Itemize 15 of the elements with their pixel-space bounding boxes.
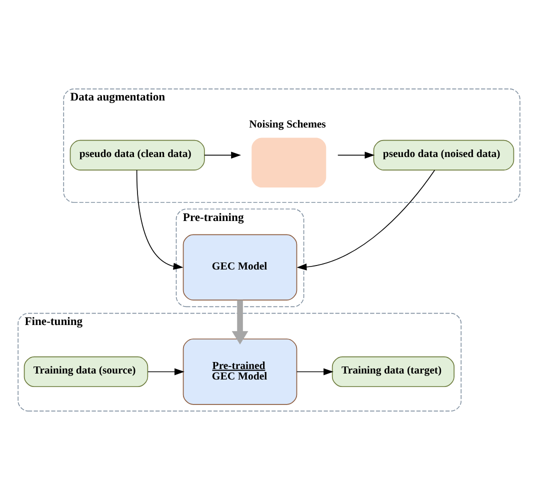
node-box: pseudo data (noised data) [373, 139, 514, 170]
arrow [232, 300, 248, 344]
node-box: Training data (target) [332, 356, 454, 387]
node-box [252, 137, 326, 187]
node-box: Pre-trained GEC Model [182, 338, 298, 404]
arrow [337, 151, 375, 158]
node-box: GEC Model [182, 234, 298, 300]
arrow [136, 169, 184, 270]
node-label: Noising Schemes [249, 118, 326, 130]
arrow [148, 368, 184, 375]
arrow [204, 151, 242, 158]
arrow [296, 368, 334, 375]
node-box: Training data (source) [24, 356, 148, 387]
node-box: pseudo data (clean data) [70, 139, 205, 170]
arrow [296, 169, 436, 270]
